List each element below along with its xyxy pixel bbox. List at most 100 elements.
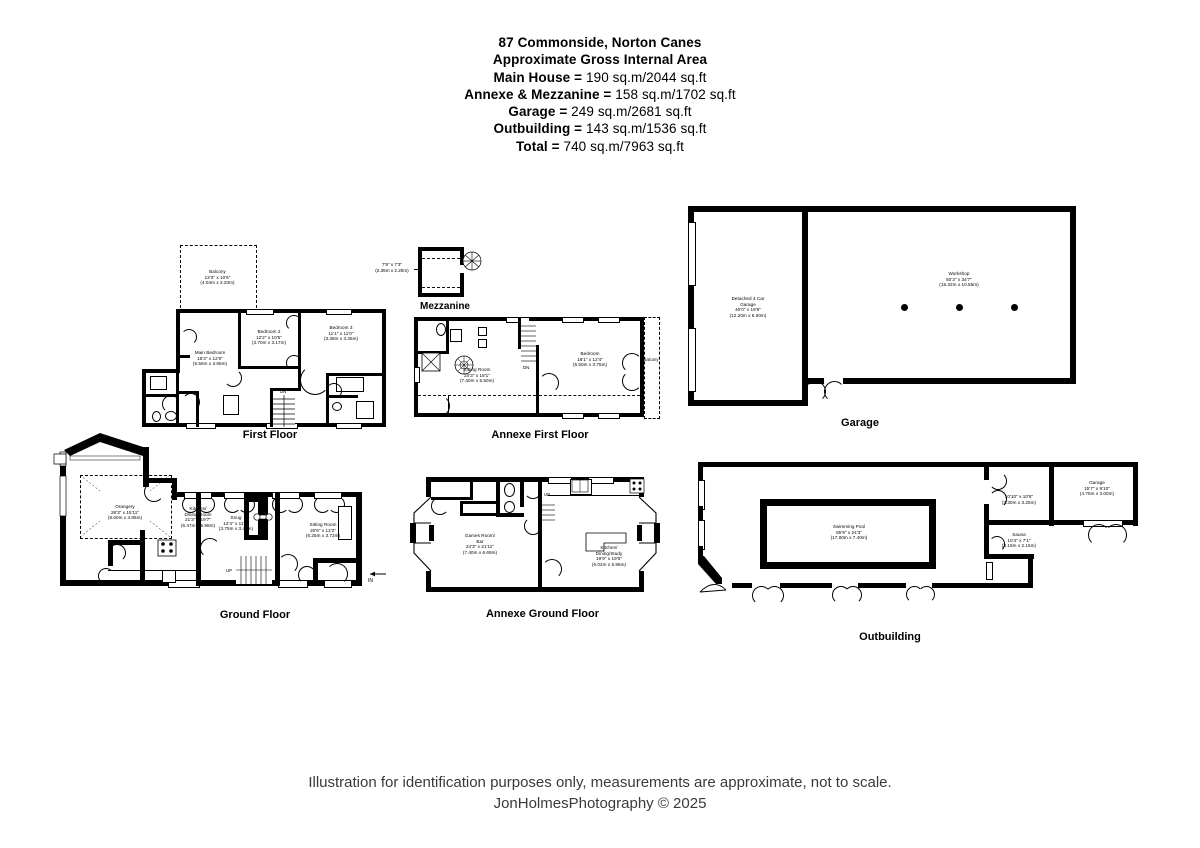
area-line-total: Total = 740 sq.m/7963 sq.ft: [516, 138, 684, 154]
room-label-annexe-bedroom: Bedroom 18'1" x 12'4" (5.50m x 3.75m): [572, 351, 608, 368]
room-label-snug: Snug 12'4" x 11'5" (3.75m x 3.48m): [218, 515, 254, 532]
wall: [414, 413, 644, 417]
counter-line: [548, 495, 642, 496]
door-swing: [286, 315, 302, 331]
door-swing: [824, 381, 845, 402]
room-label-sauna: Sauna 10'4" x 7'1" (3.15m x 2.15m): [1001, 532, 1037, 549]
shower-fixture: [421, 352, 441, 372]
support-pillar: [1011, 304, 1018, 311]
wall: [1049, 462, 1054, 526]
wall: [244, 535, 262, 540]
wall: [176, 355, 190, 358]
wall: [244, 492, 268, 502]
woodburner-fixture: [454, 355, 474, 375]
room-label-outbuilding-room: 10'10" x 10'8" (3.30m x 3.25m): [1001, 494, 1037, 505]
wall: [418, 247, 464, 251]
door-swing: [200, 538, 220, 558]
wall: [1028, 558, 1033, 588]
wall: [140, 530, 145, 586]
door-swing: [108, 544, 126, 562]
door-line: [448, 395, 449, 415]
wall: [538, 477, 542, 523]
door-swing: [989, 536, 1005, 552]
door-swing: [752, 586, 771, 605]
plan-garage: Detached 4 Car Garage 40'0" x 19'8" (12.…: [688, 200, 1088, 420]
window: [414, 367, 420, 383]
wall: [518, 317, 521, 349]
stairs-direction-label: DN: [280, 389, 287, 394]
hob-fixture: [157, 539, 177, 557]
door-swing: [542, 559, 562, 579]
room-label-swimming-pool: Swimming Pool 55'9" x 24'3" (17.00m x 7.…: [830, 524, 868, 541]
wall: [418, 351, 449, 354]
ceiling-line: [422, 287, 460, 288]
wall: [143, 447, 149, 487]
room-label-bedroom-2: Bedroom 2 12'2" x 10'5" (3.70m x 3.17m): [251, 329, 287, 346]
wall: [460, 273, 464, 297]
wall: [460, 501, 498, 504]
entry-arrow: IN: [368, 570, 390, 584]
toilet-fixture: [504, 483, 515, 497]
room-label-workshop: Workshop 50'3" x 34'7" (15.32m x 10.55m): [939, 271, 979, 288]
window: [246, 309, 274, 315]
area-line-outbuilding: Outbuilding = 143 sq.m/1536 sq.ft: [493, 121, 707, 137]
wall: [932, 583, 984, 588]
pool-edge: [760, 499, 767, 569]
wall: [326, 395, 358, 398]
door-swing: [198, 496, 215, 513]
wall: [688, 206, 808, 212]
wall: [984, 520, 1054, 525]
caption-annexe-ground-floor: Annexe Ground Floor: [485, 608, 600, 620]
pool-edge: [760, 499, 936, 506]
caption-mezzanine: Mezzanine: [419, 301, 470, 312]
arrow-left-icon: [370, 571, 386, 577]
wall: [1133, 462, 1138, 526]
door-swing: [224, 496, 241, 513]
wall: [698, 462, 1054, 467]
door-swing: [286, 355, 302, 371]
wall: [326, 373, 386, 376]
wall: [176, 309, 180, 372]
wall: [520, 477, 524, 507]
wall: [298, 309, 301, 369]
door-swing: [539, 373, 559, 393]
wall: [426, 571, 431, 592]
door-swing: [524, 517, 542, 535]
window: [326, 309, 352, 315]
wall: [142, 369, 180, 373]
staircase: [521, 321, 536, 365]
wall: [270, 388, 273, 427]
footer-copyright: JonHolmesPhotography © 2025: [493, 795, 707, 812]
wall: [843, 378, 1076, 384]
door-swing: [326, 563, 348, 585]
wall: [639, 571, 644, 592]
door-swing: [622, 353, 642, 373]
wall: [500, 513, 524, 517]
wall: [446, 317, 449, 353]
room-label-games-room: Games Room/ Bar 24'3" x 21'11" (7.40m x …: [462, 533, 498, 555]
door-swing: [1088, 524, 1110, 546]
room-label-outbuilding-garage: Garage 15'7" x 9'10" (4.75m x 3.00m): [1079, 480, 1115, 497]
wall: [142, 423, 386, 427]
window: [336, 423, 362, 429]
plan-annexe-ground-floor: UP Games Room/ Bar 24'3" x 21'11" (7.40m…: [408, 475, 673, 610]
door-swing: [428, 395, 450, 417]
balcony-outline: [644, 317, 660, 419]
room-label-ground-sitting-room: Sitting Room 20'6" x 12'2" (6.25m x 3.72…: [305, 522, 341, 539]
support-pillar: [901, 304, 908, 311]
basin-fixture: [504, 501, 515, 513]
hob-fixture: [629, 478, 645, 494]
wall: [1054, 462, 1138, 467]
room-label-annexe-sitting-room: Sitting Room 24'3" x 18'1" (7.40m x 5.50…: [459, 367, 495, 384]
garage-door: [688, 222, 696, 286]
stairs-direction-label: UP: [544, 492, 551, 497]
window: [562, 413, 584, 419]
wall: [496, 477, 500, 517]
door-swing: [144, 482, 164, 502]
bay-window-right: [637, 496, 660, 572]
wall: [426, 477, 644, 482]
door-swing: [298, 566, 316, 584]
wall: [688, 206, 694, 406]
door-swing: [326, 383, 342, 399]
